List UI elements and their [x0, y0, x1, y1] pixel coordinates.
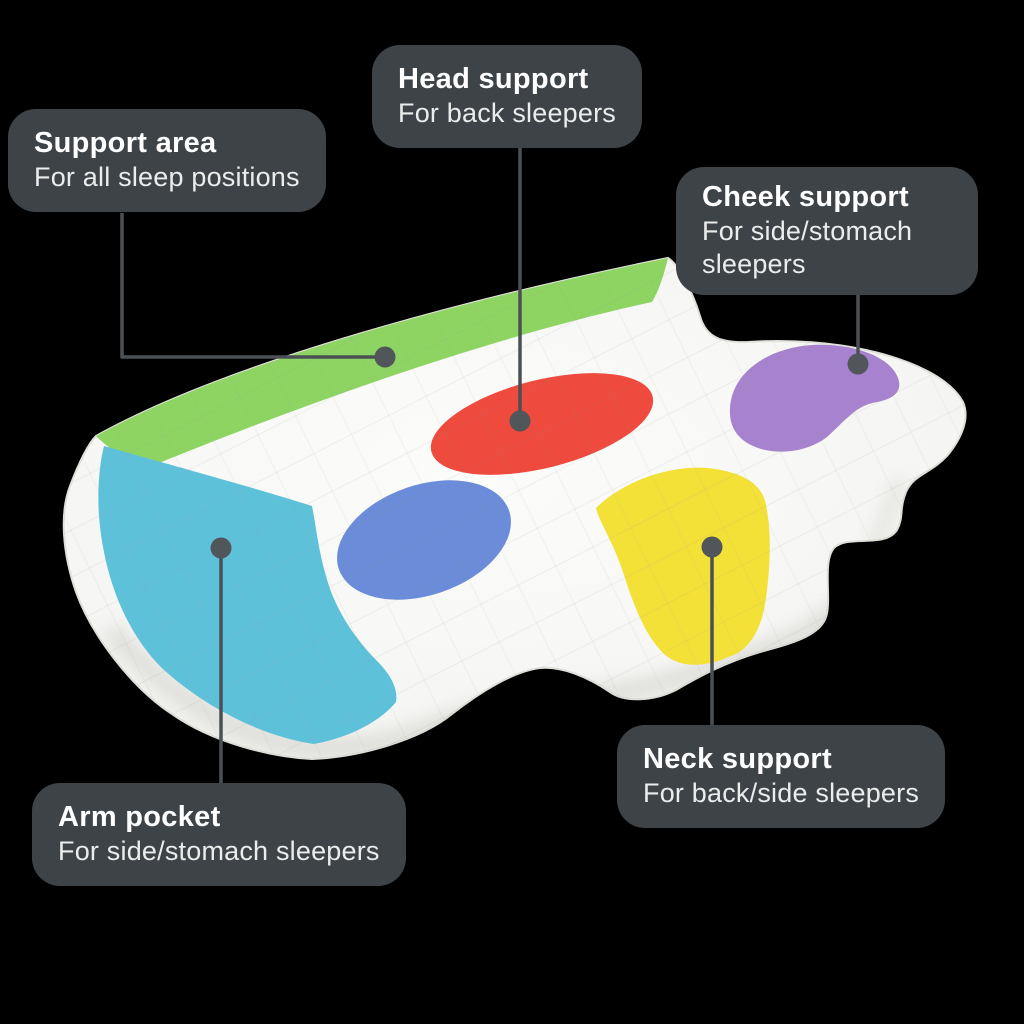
dot-arm-pocket — [210, 537, 232, 559]
dot-cheek-support — [847, 353, 869, 375]
callout-subtitle: For all sleep positions — [34, 162, 300, 192]
callout-arm-pocket: Arm pocket For side/stomach sleepers — [32, 783, 406, 886]
callout-subtitle: For side/stomach sleepers — [58, 836, 380, 866]
callout-subtitle: For back sleepers — [398, 98, 616, 128]
callout-subtitle: For side/stomach sleepers — [702, 216, 913, 279]
callout-title: Neck support — [643, 743, 832, 775]
callout-head-support: Head support For back sleepers — [372, 45, 642, 148]
dot-head-support — [509, 410, 531, 432]
connector-support-area — [120, 213, 377, 359]
callout-cheek-support: Cheek support For side/stomach sleepers — [676, 167, 978, 295]
callout-title: Support area — [34, 127, 217, 159]
callout-title: Arm pocket — [58, 801, 221, 833]
callout-support-area: Support area For all sleep positions — [8, 109, 326, 212]
callout-subtitle: For back/side sleepers — [643, 778, 920, 808]
connector-dots — [210, 346, 869, 559]
dot-support-area — [374, 346, 396, 368]
callout-title: Head support — [398, 63, 589, 95]
callout-title: Cheek support — [702, 181, 909, 213]
dot-neck-support — [701, 536, 723, 558]
callout-neck-support: Neck support For back/side sleepers — [617, 725, 946, 828]
